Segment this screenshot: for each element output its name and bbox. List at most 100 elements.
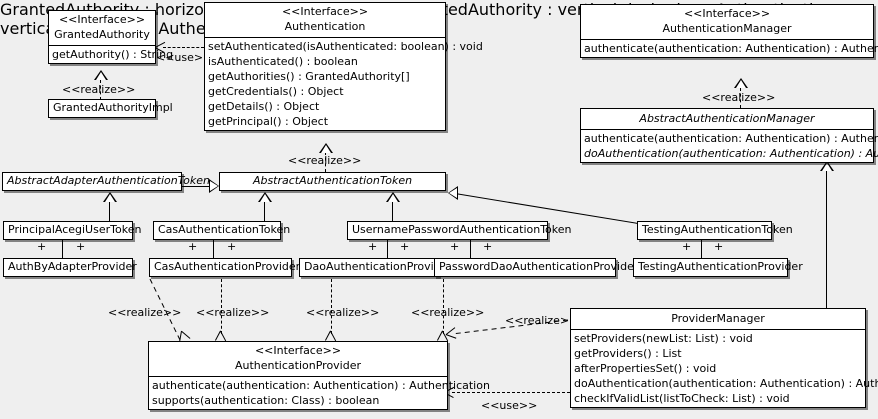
- stereotype-interface: <<Interface>>: [58, 13, 146, 26]
- edge-realize-cas-provider: [221, 279, 222, 334]
- operations-compartment: setAuthenticated(isAuthenticated: boolea…: [205, 38, 483, 130]
- class-name: AuthenticationManager: [662, 22, 792, 35]
- arrowhead-open-left-providermanager: [445, 327, 458, 340]
- class-header: AbstractAdapterAuthenticationToken: [3, 173, 210, 190]
- class-name: ProviderManager: [671, 312, 765, 325]
- class-header: TestingAuthenticationToken: [638, 222, 793, 239]
- multiplicity-upat-c: +: [450, 240, 460, 253]
- class-header: PasswordDaoAuthenticationProvider: [435, 259, 638, 276]
- operation: authenticate(authentication: Authenticat…: [152, 379, 490, 392]
- generalization-triangle-abstractauthenticationtoken-right: [448, 186, 458, 200]
- class-granted-authority[interactable]: <<Interface>> GrantedAuthority getAuthor…: [48, 10, 174, 64]
- operation: doAuthentication(authentication: Authent…: [584, 147, 878, 160]
- edge-generalization-casauthenticationtoken: [264, 201, 265, 221]
- multiplicity-testing-right: +: [714, 240, 724, 253]
- edge-generalization-principalacegiusertoken: [109, 201, 110, 221]
- operation: getDetails() : Object: [208, 100, 320, 113]
- class-authentication-manager[interactable]: <<Interface>> AuthenticationManager auth…: [580, 4, 878, 58]
- class-abstract-adapter-authentication-token[interactable]: AbstractAdapterAuthenticationToken: [2, 172, 210, 191]
- class-abstract-authentication-token[interactable]: AbstractAuthenticationToken: [219, 172, 446, 191]
- class-name: GrantedAuthorityImpl: [53, 101, 173, 114]
- stereotype-interface: <<Interface>>: [254, 344, 342, 357]
- multiplicity-principal-left: +: [37, 240, 47, 253]
- stereotype-interface: <<Interface>>: [683, 7, 771, 20]
- edge-assoc-upat-dao: [387, 238, 388, 258]
- operation: getAuthorities() : GrantedAuthority[]: [208, 70, 410, 83]
- class-provider-manager[interactable]: ProviderManager setProviders(newList: Li…: [570, 308, 878, 408]
- operation: getPrincipal() : Object: [208, 115, 329, 128]
- edge-use-authentication-grantedauthority: [163, 47, 204, 48]
- edge-label-realize-abstractauthenticationmanager: <<realize>>: [702, 91, 776, 104]
- class-header: UsernamePasswordAuthenticationToken: [348, 222, 572, 239]
- generalization-triangle-authenticationmanager: [734, 78, 748, 88]
- class-granted-authority-impl[interactable]: GrantedAuthorityImpl: [48, 99, 173, 118]
- class-testing-authentication-token[interactable]: TestingAuthenticationToken: [637, 221, 793, 240]
- class-name: AuthByAdapterProvider: [8, 260, 137, 273]
- multiplicity-upat-d: +: [483, 240, 493, 253]
- edge-realize-dao-provider: [331, 279, 332, 334]
- edge-assoc-testing-token-provider: [701, 238, 702, 258]
- class-name: DaoAuthenticationProvider: [304, 260, 452, 273]
- operation: checkIfValidList(listToCheck: List) : vo…: [574, 392, 790, 405]
- stereotype-interface: <<Interface>>: [281, 5, 369, 18]
- edge-realize-passworddao-provider: [443, 279, 444, 334]
- operation: doAuthentication(authentication: Authent…: [574, 377, 878, 390]
- edge-assoc-cas-token-provider: [213, 238, 214, 258]
- multiplicity-upat-b: +: [400, 240, 410, 253]
- class-principal-acegi-user-token[interactable]: PrincipalAcegiUserToken: [3, 221, 141, 240]
- class-name: AbstractAuthenticationManager: [639, 112, 815, 125]
- class-name: GrantedAuthority: [54, 28, 150, 41]
- operation: authenticate(authentication: Authenticat…: [584, 132, 878, 145]
- edge-label-realize-providermanager: <<realize>>: [505, 314, 579, 327]
- operations-compartment: authenticate(authentication: Authenticat…: [149, 377, 490, 409]
- edge-label-realize-cas: <<realize>>: [196, 306, 270, 319]
- class-password-dao-authentication-provider[interactable]: PasswordDaoAuthenticationProvider: [434, 258, 638, 277]
- generalization-triangle-abstractauthenticationtoken-cas: [258, 192, 272, 202]
- edge-label-realize-passworddao: <<realize>>: [411, 306, 485, 319]
- multiplicity-testing-left: +: [682, 240, 692, 253]
- class-header: PrincipalAcegiUserToken: [4, 222, 141, 239]
- class-cas-authentication-provider[interactable]: CasAuthenticationProvider: [149, 258, 300, 277]
- operations-compartment: authenticate(authentication: Authenticat…: [581, 40, 878, 57]
- operation: setProviders(newList: List) : void: [574, 332, 753, 345]
- multiplicity-principal-right: +: [76, 240, 86, 253]
- class-testing-authentication-provider[interactable]: TestingAuthenticationProvider: [633, 258, 803, 277]
- edge-label-use-grantedauthority: <<use>>: [156, 51, 213, 64]
- edge-generalization-providermanager: [826, 170, 827, 308]
- class-name: CasAuthenticationToken: [158, 223, 291, 236]
- edge-label-realize-dao: <<realize>>: [306, 306, 380, 319]
- operation: isAuthenticated() : boolean: [208, 55, 358, 68]
- operations-compartment: setProviders(newList: List) : void getPr…: [571, 330, 878, 407]
- class-header: GrantedAuthorityImpl: [49, 100, 173, 117]
- edge-realize-grantedauthorityimpl: [100, 80, 101, 100]
- class-authentication-provider[interactable]: <<Interface>> AuthenticationProvider aut…: [148, 341, 490, 410]
- class-header: <<Interface>> AuthenticationManager: [581, 5, 873, 40]
- operations-compartment: getAuthority() : String: [49, 46, 174, 63]
- class-abstract-authentication-manager[interactable]: AbstractAuthenticationManager authentica…: [580, 108, 878, 163]
- generalization-triangle-abstractauthenticationtoken-upat: [386, 192, 400, 202]
- class-header: AbstractAuthenticationManager: [581, 109, 873, 130]
- generalization-triangle-authentication: [319, 143, 333, 153]
- class-name: AuthenticationProvider: [234, 359, 362, 372]
- edge-realize-abstractauthenticationtoken: [325, 152, 326, 172]
- class-dao-authentication-provider[interactable]: DaoAuthenticationProvider: [299, 258, 452, 277]
- class-auth-by-adapter-provider[interactable]: AuthByAdapterProvider: [3, 258, 137, 277]
- operation: getProviders() : List: [574, 347, 682, 360]
- class-name: TestingAuthenticationProvider: [638, 260, 803, 273]
- edge-label-use-providermanager: <<use>>: [481, 399, 538, 412]
- class-cas-authentication-token[interactable]: CasAuthenticationToken: [153, 221, 291, 240]
- edge-label-realize-abstractauthenticationtoken: <<realize>>: [288, 154, 362, 167]
- class-header: CasAuthenticationToken: [154, 222, 291, 239]
- edge-generalization-usernamepasswordtoken: [392, 201, 393, 221]
- edge-assoc-principal-authbyadapter: [62, 238, 63, 258]
- class-name: Authentication: [284, 20, 366, 33]
- edge-realize-abstractauthenticationmanager: [740, 88, 741, 108]
- class-username-password-authentication-token[interactable]: UsernamePasswordAuthenticationToken: [347, 221, 572, 240]
- class-name: TestingAuthenticationToken: [642, 223, 793, 236]
- class-authentication[interactable]: <<Interface>> Authentication setAuthenti…: [204, 2, 483, 131]
- operation: getAuthority() : String: [52, 48, 174, 61]
- operation: supports(authentication: Class) : boolea…: [152, 394, 380, 407]
- class-header: AuthByAdapterProvider: [4, 259, 137, 276]
- generalization-triangle-abstractadapter: [103, 192, 117, 202]
- class-name: AbstractAdapterAuthenticationToken: [7, 174, 210, 187]
